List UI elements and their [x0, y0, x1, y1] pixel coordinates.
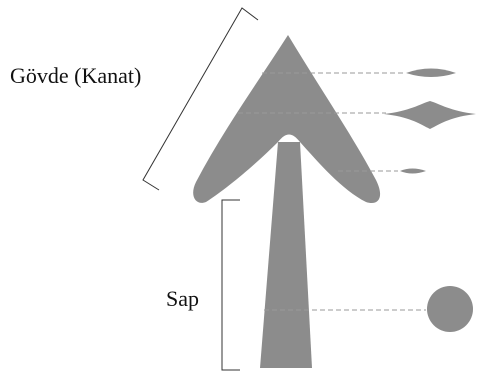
shaft-bracket	[221, 199, 240, 371]
shaft-label: Sap	[166, 286, 199, 311]
cross-section-circle	[427, 286, 473, 332]
cross-section-wide-diamond	[384, 101, 476, 129]
arrowhead-body-shape	[193, 35, 381, 204]
body-bracket	[142, 7, 259, 191]
body-wing-label: Gövde (Kanat)	[10, 63, 141, 88]
cross-section-thin-lens	[406, 68, 456, 77]
shaft-shape	[260, 142, 312, 368]
cross-section-small-lens	[400, 168, 426, 174]
